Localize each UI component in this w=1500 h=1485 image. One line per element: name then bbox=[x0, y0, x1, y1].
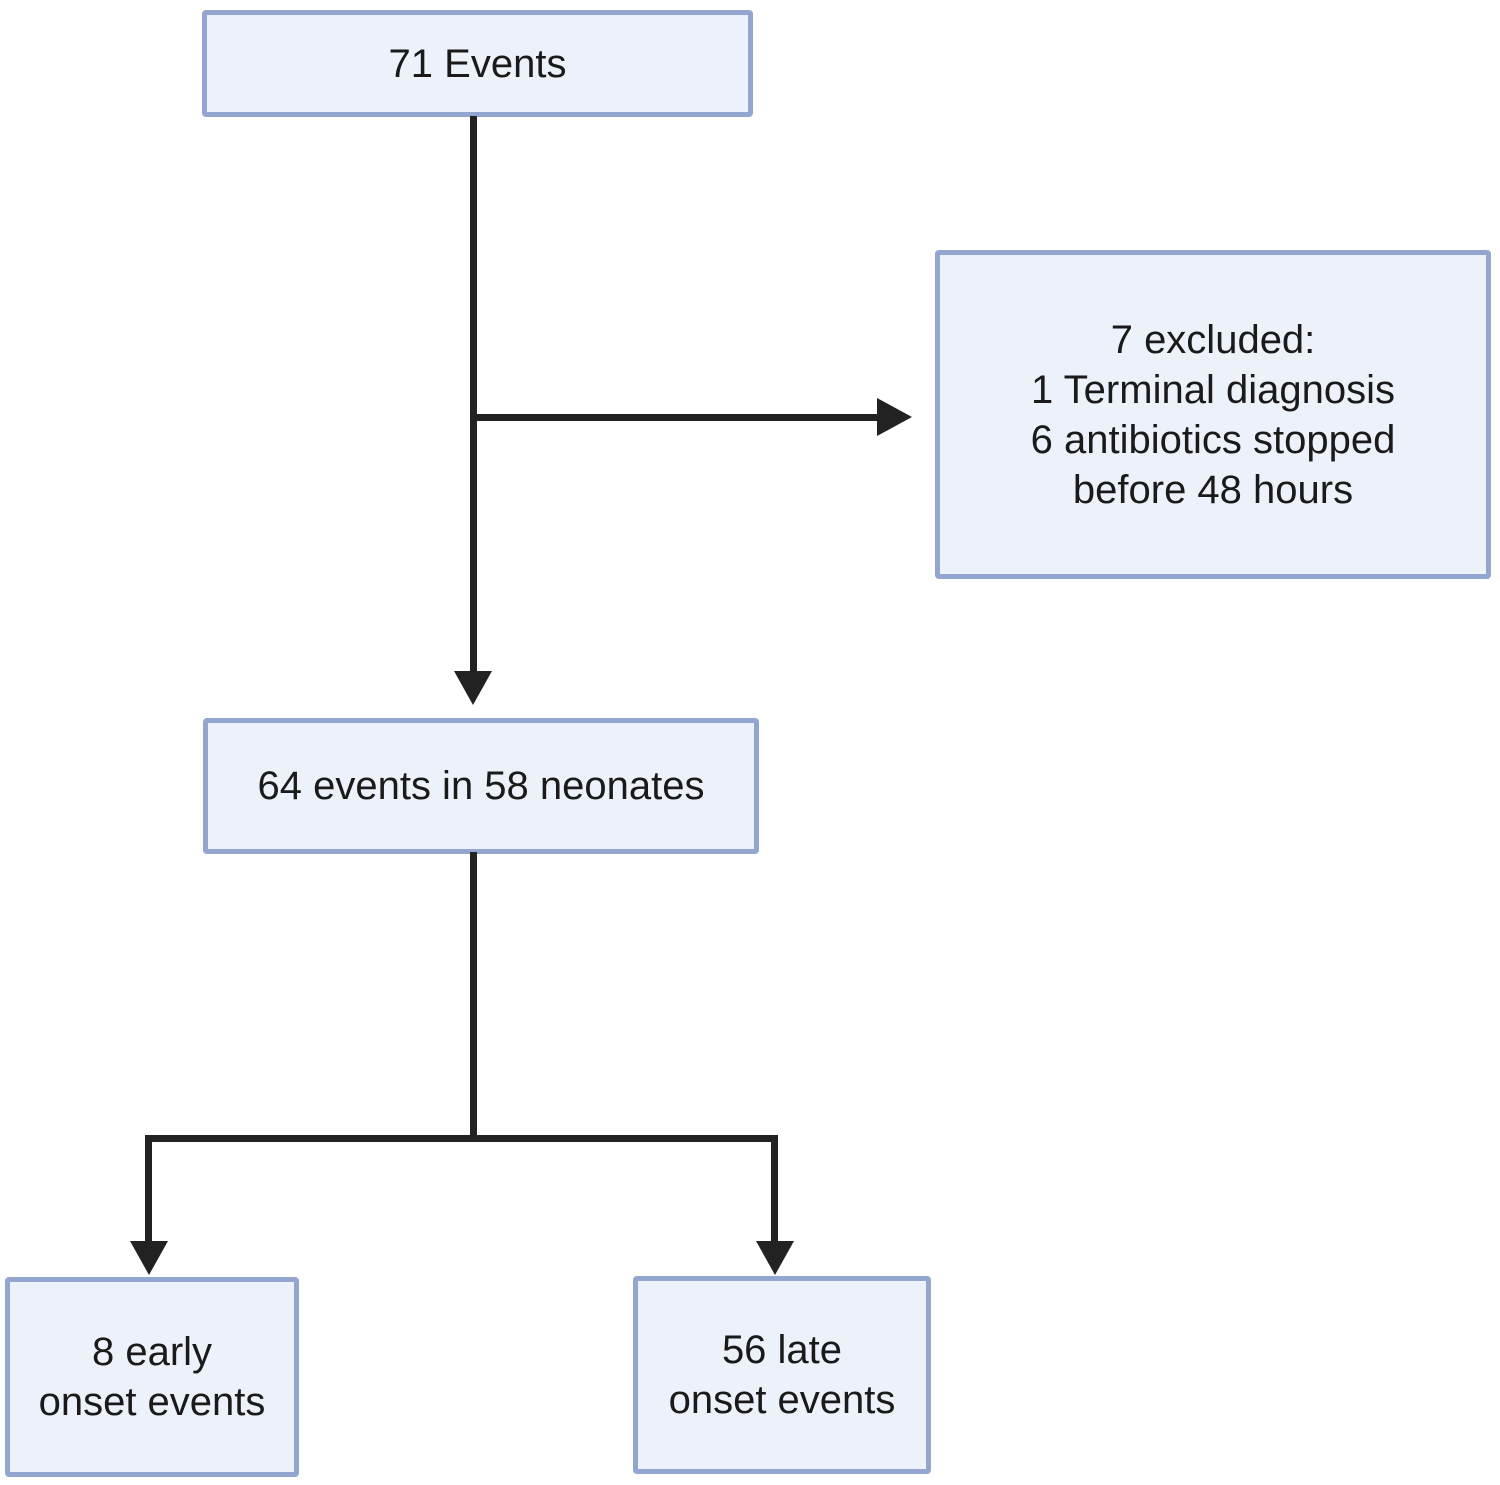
node-early-onset-line: onset events bbox=[38, 1380, 266, 1424]
node-included-events-label: 64 events in 58 neonates bbox=[257, 764, 705, 808]
branch-bar bbox=[145, 1135, 778, 1142]
connector-included-to-branch bbox=[470, 852, 477, 1141]
connector-branch-to-early bbox=[145, 1135, 152, 1241]
connector-total-to-included bbox=[470, 116, 477, 673]
node-late-onset-line: 56 late bbox=[721, 1328, 843, 1372]
node-excluded-line: before 48 hours bbox=[1072, 467, 1354, 512]
node-excluded-line: 1 Terminal diagnosis bbox=[1031, 367, 1395, 412]
node-excluded-line: 7 excluded: bbox=[1110, 317, 1316, 362]
connector-to-excluded bbox=[473, 414, 877, 421]
node-total-events-label: 71 Events bbox=[388, 41, 567, 86]
node-total-events: 71 Events bbox=[202, 10, 753, 117]
arrowhead-down-early bbox=[130, 1241, 168, 1275]
connector-branch-to-late bbox=[771, 1135, 778, 1241]
arrowhead-down-included bbox=[454, 671, 492, 705]
node-early-onset: 8 early onset events bbox=[5, 1277, 299, 1477]
arrowhead-down-late bbox=[756, 1241, 794, 1275]
node-late-onset: 56 late onset events bbox=[633, 1276, 931, 1474]
arrowhead-right-excluded bbox=[877, 398, 912, 436]
node-included-events: 64 events in 58 neonates bbox=[203, 718, 759, 854]
node-excluded: 7 excluded: 1 Terminal diagnosis 6 antib… bbox=[935, 250, 1491, 579]
node-early-onset-line: 8 early bbox=[91, 1330, 213, 1374]
node-late-onset-line: onset events bbox=[668, 1378, 896, 1422]
node-excluded-line: 6 antibiotics stopped bbox=[1030, 417, 1396, 462]
